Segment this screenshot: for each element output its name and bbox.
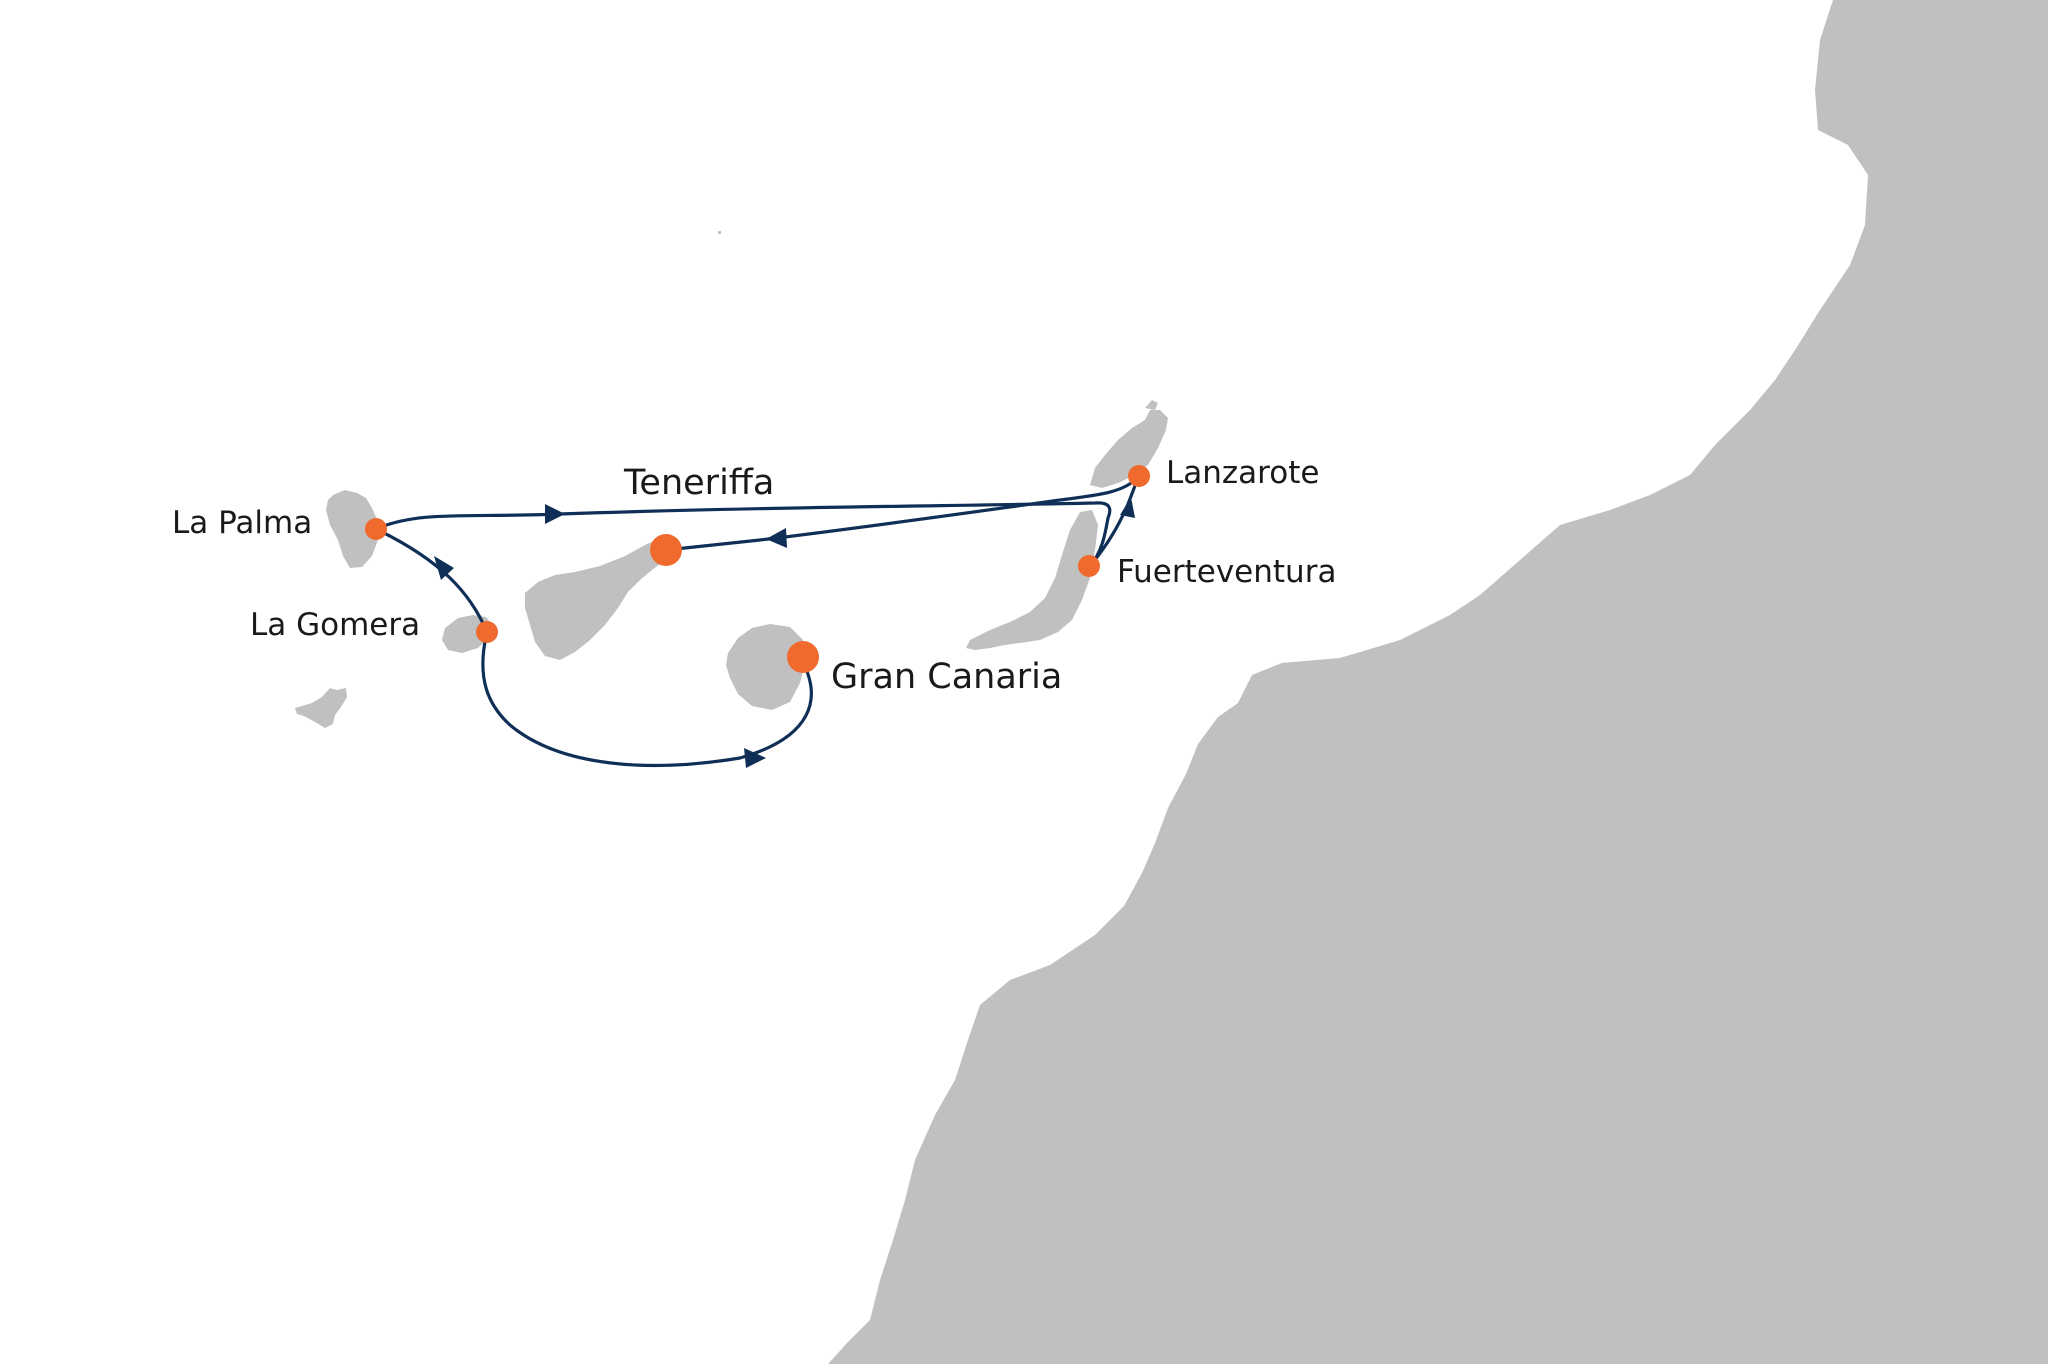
port-marker-gran-canaria xyxy=(787,641,819,673)
port-marker-teneriffa xyxy=(650,534,682,566)
label-la-palma: La Palma xyxy=(172,505,313,541)
port-markers xyxy=(365,465,1150,673)
route-lines xyxy=(374,475,1140,768)
arrow-icon xyxy=(744,748,766,768)
label-la-gomera: La Gomera xyxy=(250,607,421,643)
fuerteventura-island xyxy=(966,510,1098,650)
arrow-icon xyxy=(545,504,565,524)
route-la-palma-to-lanzarote xyxy=(374,501,1112,568)
africa-mainland xyxy=(828,0,2048,1364)
tenerife-island xyxy=(525,538,672,660)
el-hierro-island xyxy=(295,688,347,728)
route-gran-canaria-to-la-gomera xyxy=(481,630,813,768)
route-arrows xyxy=(434,497,1135,768)
port-marker-la-gomera xyxy=(476,621,498,643)
label-teneriffa: Teneriffa xyxy=(624,463,775,503)
lanzarote-island xyxy=(1090,410,1168,488)
route-la-gomera-to-la-palma xyxy=(374,527,489,634)
islet-dot xyxy=(718,231,721,234)
arrow-icon xyxy=(766,528,787,548)
la-palma-island xyxy=(326,490,378,568)
port-marker-la-palma xyxy=(365,518,387,540)
label-lanzarote: Lanzarote xyxy=(1166,455,1320,491)
la-graciosa-islet xyxy=(1145,400,1158,410)
route-lanzarote-to-tenerife xyxy=(664,475,1140,552)
gran-canaria-island xyxy=(726,624,806,710)
arrow-icon xyxy=(434,556,454,580)
port-marker-lanzarote xyxy=(1128,465,1150,487)
label-fuerteventura: Fuerteventura xyxy=(1117,554,1337,590)
label-gran-canaria: Gran Canaria xyxy=(831,657,1063,697)
port-marker-fuerteventura xyxy=(1078,555,1100,577)
arrow-icon xyxy=(1120,497,1135,518)
